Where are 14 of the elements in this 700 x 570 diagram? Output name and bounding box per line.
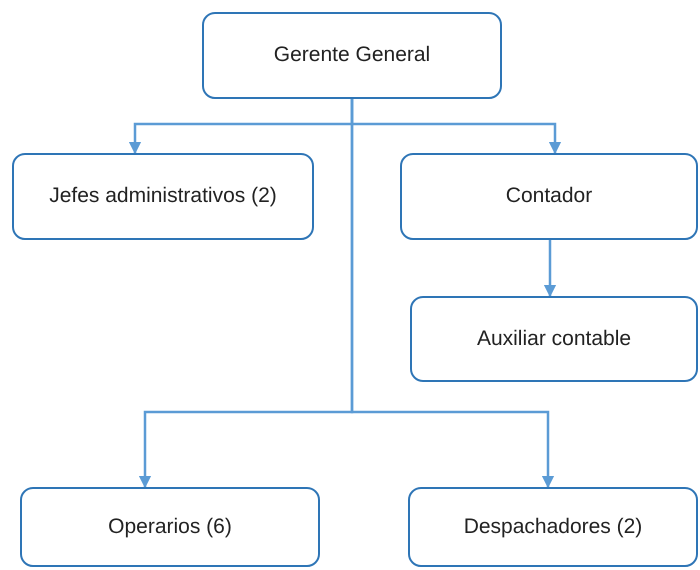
org-box [202,12,502,99]
org-box [400,153,698,240]
org-box [20,487,320,567]
role-label: Gerente General [274,42,430,68]
role-label: Jefes administrativos (2) [49,183,277,210]
role-label: Operarios (6) [108,514,232,540]
org-box [408,487,698,567]
org-box [12,153,314,240]
role-label: Contador [506,183,592,210]
connector-arrow [544,240,556,298]
connector-arrow [350,99,554,488]
org-box [410,296,698,382]
role-label: Auxiliar contable [476,326,632,352]
role-label: Despachadores (2) [464,514,642,540]
